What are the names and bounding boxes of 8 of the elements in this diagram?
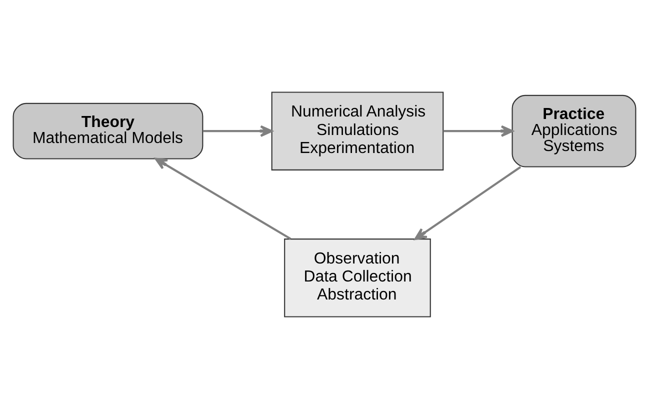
node-box: Numerical Analysis Simulations Experimentation — [271, 91, 444, 170]
node-box: Observation Data Collection Abstraction — [284, 238, 431, 317]
arrow — [414, 166, 522, 240]
node-box: Theory Mathematical Models — [12, 102, 204, 159]
arrow — [202, 124, 273, 136]
arrow — [154, 157, 292, 240]
arrow — [443, 124, 514, 136]
node-box: Practice Applications Systems — [512, 94, 636, 167]
